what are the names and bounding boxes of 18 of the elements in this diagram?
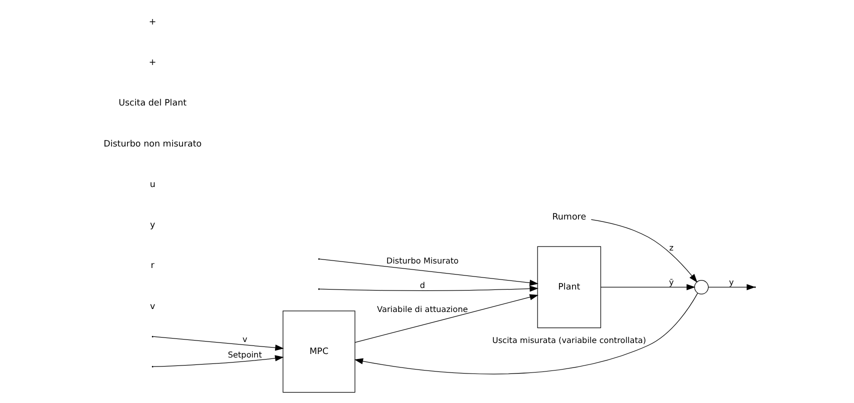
label: r	[150, 261, 154, 272]
edge-label: Disturbo Misurato	[386, 256, 459, 266]
label: Uscita del Plant	[118, 98, 187, 109]
edge-label: v	[242, 334, 248, 344]
edge-label: z	[669, 242, 674, 253]
node-text: Rumore	[552, 212, 586, 222]
edge-label: ȳ	[669, 276, 674, 287]
label: +	[148, 58, 156, 68]
label: v	[150, 302, 156, 312]
edge-label: Variabile di attuazione	[377, 304, 468, 314]
label: u	[150, 180, 156, 190]
edge-label: Uscita misurata (variabile controllata)	[492, 335, 646, 346]
edge-label: y	[729, 276, 734, 287]
edge-label: d	[420, 280, 426, 290]
edge-label: Setpoint	[228, 349, 262, 360]
label: +	[148, 17, 156, 28]
label: Disturbo non misurato	[104, 139, 202, 150]
label: y	[150, 220, 156, 231]
